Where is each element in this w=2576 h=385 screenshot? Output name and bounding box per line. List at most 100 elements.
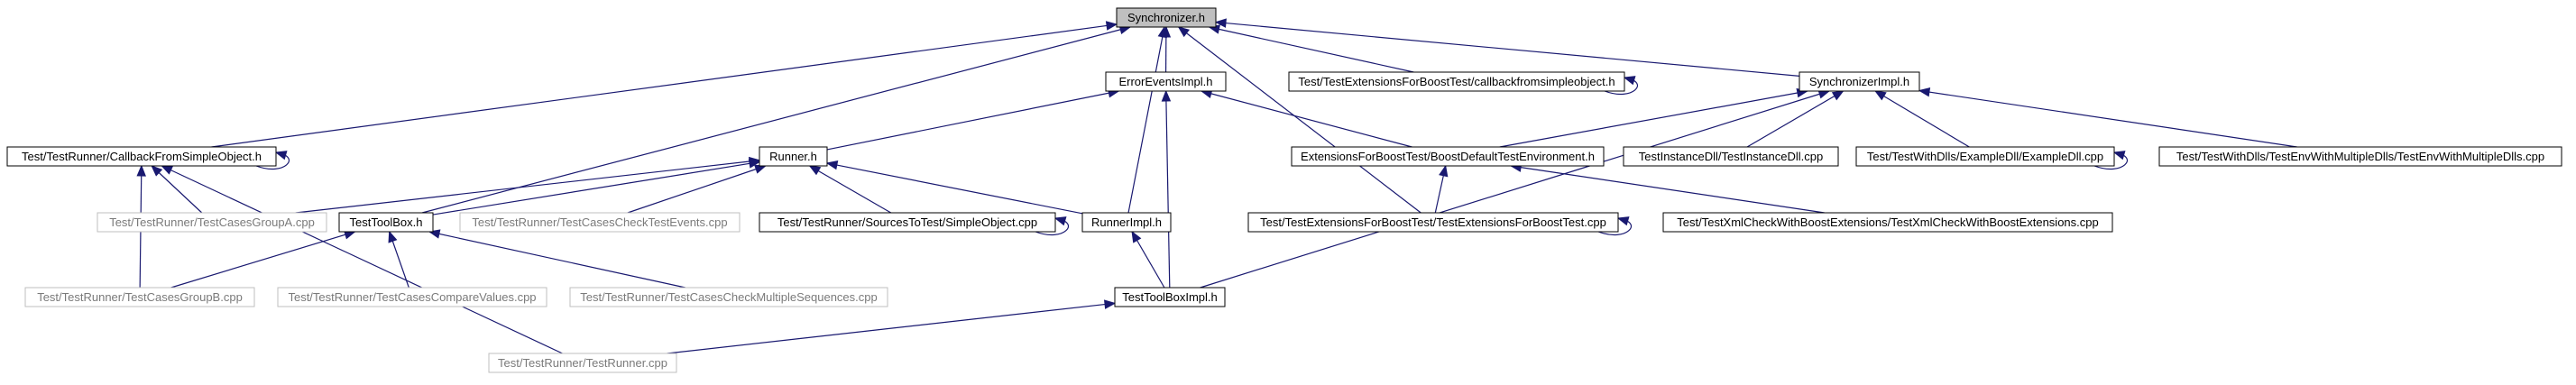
edge-runnerimpl-to-sync-line [1127,26,1165,214]
node-label: Test/TestRunner/TestCasesGroupA.cpp [109,215,315,229]
edge-toolbox-to-sync [421,24,1132,214]
edge-testrunner-to-toolboximpl-arrowhead [1103,299,1117,309]
edge-runnerimpl-to-runner [825,160,1083,215]
node-box[interactable] [1105,71,1227,92]
edge-toolboximpl-to-errevents [1161,89,1172,289]
edge-boostenv-to-errevents-line [1201,90,1412,148]
edge-groupA-to-cbsimple-arrowhead [151,165,163,177]
node-box[interactable] [759,212,1056,233]
node-label: Test/TestExtensionsForBoostTest/callback… [1298,75,1615,88]
node-box[interactable] [1291,146,1605,167]
node-box[interactable] [1247,212,1619,233]
node-box[interactable] [24,287,255,307]
edge-envmulti-to-syncimpl [1918,87,2297,148]
node-box[interactable] [1662,212,2113,233]
edge-runner-to-errevents [826,88,1120,151]
edge-xmlcheck-to-boostenv [1509,162,1825,214]
node-label: Test/TestRunner/TestRunner.cpp [498,356,667,370]
node-groupB[interactable]: Test/TestRunner/TestCasesGroupB.cpp [24,287,255,307]
node-box[interactable] [1288,71,1625,92]
node-compare[interactable]: Test/TestRunner/TestCasesCompareValues.c… [277,287,547,307]
edge-testrunner-to-toolboximpl [667,299,1117,354]
node-extboost[interactable]: Test/TestExtensionsForBoostTest/TestExte… [1247,212,1619,233]
node-label: Test/TestRunner/TestCasesCompareValues.c… [288,290,536,304]
node-toolboximpl[interactable]: TestToolBoxImpl.h [1114,287,1226,307]
edge-compare-to-toolbox [388,230,409,289]
node-box[interactable] [6,146,277,167]
node-box[interactable] [1081,212,1172,233]
node-box[interactable] [1114,287,1226,307]
edge-boostenv-to-errevents [1200,88,1412,148]
node-label: Test/TestRunner/TestCasesGroupB.cpp [37,290,243,304]
node-label: Test/TestRunner/TestCasesCheckTestEvents… [472,215,727,229]
edge-testrunner-to-cbsimple-arrowhead [161,165,174,175]
node-checkevents[interactable]: Test/TestRunner/TestCasesCheckTestEvents… [459,212,741,233]
node-box[interactable] [338,212,434,233]
node-instdll[interactable]: TestInstanceDll/TestInstanceDll.cpp [1623,146,1839,167]
edge-exdll-to-syncimpl-arrowhead [1874,90,1887,101]
edge-toolboximpl-to-runnerimpl [1131,230,1165,289]
node-box[interactable] [1855,146,2115,167]
edge-cbobj-to-cbobj [1604,76,1638,96]
node-boostenv[interactable]: ExtensionsForBoostTest/BoostDefaultTestE… [1291,146,1605,167]
node-box[interactable] [1623,146,1839,167]
edge-extboost-to-extboost-arrowhead [1616,216,1630,226]
node-box[interactable] [759,146,828,167]
edge-envmulti-to-syncimpl-line [1918,89,2297,148]
edge-cbsimple-to-cbsimple [255,151,290,170]
edge-groupB-to-toolbox [170,230,356,289]
edge-testrunner-to-toolboximpl-line [667,302,1116,354]
edge-exdll-to-exdll [2093,151,2128,170]
edge-cbobj-to-cbobj-arrowhead [1623,76,1636,86]
node-cbobj[interactable]: Test/TestExtensionsForBoostTest/callback… [1288,71,1625,92]
node-cbsimple[interactable]: Test/TestRunner/CallbackFromSimpleObject… [6,146,277,167]
edge-toolbox-to-runner-arrowhead [748,159,761,169]
node-toolbox[interactable]: TestToolBox.h [338,212,434,233]
node-box[interactable] [459,212,741,233]
node-label: Test/TestXmlCheckWithBoostExtensions/Tes… [1677,215,2098,229]
node-label: TestInstanceDll/TestInstanceDll.cpp [1639,150,1823,163]
edge-toolboximpl-to-runnerimpl-line [1131,231,1165,289]
edge-cbobj-to-sync [1208,24,1414,73]
node-errevents[interactable]: ErrorEventsImpl.h [1105,71,1227,92]
edge-groupB-to-toolbox-line [170,231,355,289]
node-label: Test/TestWithDlls/ExampleDll/ExampleDll.… [1867,150,2103,163]
node-label: TestToolBox.h [350,215,423,229]
node-runner[interactable]: Runner.h [759,146,828,167]
edge-cbsimple-to-sync-line [211,23,1118,148]
edge-xmlcheck-to-boostenv-line [1511,165,1825,214]
node-box[interactable] [1116,7,1217,28]
node-label: Runner.h [769,150,817,163]
edge-extboost-to-sync-line [1178,26,1421,214]
node-runnerimpl[interactable]: RunnerImpl.h [1081,212,1172,233]
node-box[interactable] [1799,71,1920,92]
node-simpleobj[interactable]: Test/TestRunner/SourcesToTest/SimpleObje… [759,212,1056,233]
node-label: Test/TestRunner/CallbackFromSimpleObject… [22,150,262,163]
node-syncimpl[interactable]: SynchronizerImpl.h [1799,71,1920,92]
edge-extboost-to-extboost [1597,216,1632,236]
node-box[interactable] [277,287,547,307]
node-box[interactable] [488,353,677,373]
edge-checkevents-to-runner-line [627,165,766,214]
node-multiseq[interactable]: Test/TestRunner/TestCasesCheckMultipleSe… [569,287,888,307]
node-groupA[interactable]: Test/TestRunner/TestCasesGroupA.cpp [97,212,327,233]
node-box[interactable] [569,287,888,307]
node-exdll[interactable]: Test/TestWithDlls/ExampleDll/ExampleDll.… [1855,146,2115,167]
edge-runnerimpl-to-sync [1127,25,1167,214]
node-sync[interactable]: Synchronizer.h [1116,7,1217,28]
edge-testrunner-to-cbsimple-line [161,165,563,354]
edge-runnerimpl-to-sync-arrowhead [1157,25,1167,39]
node-box[interactable] [2158,146,2562,167]
edges-layer [136,18,2297,354]
edge-extboost-to-boostenv-arrowhead [1439,164,1449,178]
node-testrunner[interactable]: Test/TestRunner/TestRunner.cpp [488,353,677,373]
edge-multiseq-to-toolbox [428,229,686,289]
edge-cbsimple-to-sync [211,21,1118,148]
edge-groupA-to-runner-line [295,160,760,214]
node-envmulti[interactable]: Test/TestWithDlls/TestEnvWithMultipleDll… [2158,146,2562,167]
node-box[interactable] [97,212,327,233]
edge-instdll-to-syncimpl-arrowhead [1831,90,1845,101]
edge-toolboximpl-to-errevents-arrowhead [1161,89,1172,102]
node-xmlcheck[interactable]: Test/TestXmlCheckWithBoostExtensions/Tes… [1662,212,2113,233]
